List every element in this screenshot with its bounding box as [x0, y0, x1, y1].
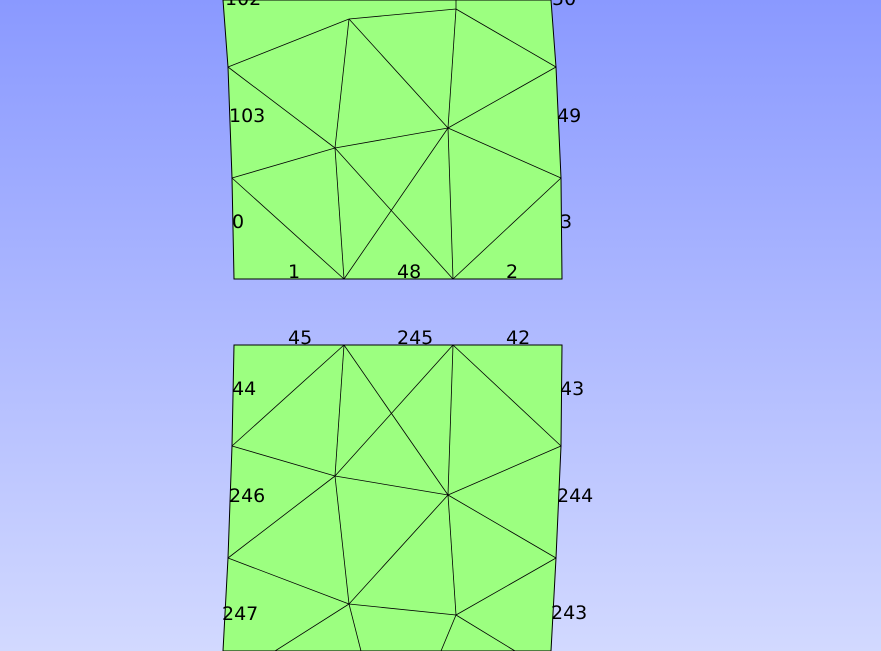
node-label: 245 — [397, 327, 433, 349]
node-label: 49 — [557, 105, 581, 127]
upper-mesh-face — [222, 0, 563, 280]
lower-mesh-edges — [227, 344, 562, 651]
node-label: 42 — [506, 327, 530, 349]
node-label: 2 — [506, 261, 518, 283]
lower-mesh-node-labels: 45 245 42 44 43 246 244 247 243 — [222, 327, 593, 625]
node-label: 102 — [225, 0, 261, 10]
node-label: 0 — [232, 211, 244, 233]
node-label: 44 — [232, 378, 256, 400]
node-label: 43 — [560, 378, 584, 400]
upper-mesh-node-labels: 102 50 103 49 0 3 1 48 2 — [225, 0, 581, 283]
lower-mesh-face — [222, 344, 563, 651]
node-label: 3 — [560, 211, 572, 233]
node-label: 247 — [222, 603, 258, 625]
node-label: 243 — [551, 602, 587, 624]
upper-mesh: 102 50 103 49 0 3 1 48 2 — [222, 0, 581, 283]
node-label: 50 — [552, 0, 576, 10]
node-label: 103 — [229, 105, 265, 127]
node-label: 246 — [229, 485, 265, 507]
node-label: 48 — [397, 261, 421, 283]
node-label: 45 — [288, 327, 312, 349]
lower-mesh: 45 245 42 44 43 246 244 247 243 — [222, 327, 593, 651]
node-label: 1 — [288, 261, 300, 283]
upper-mesh-edges — [227, 0, 562, 280]
node-label: 244 — [557, 485, 593, 507]
